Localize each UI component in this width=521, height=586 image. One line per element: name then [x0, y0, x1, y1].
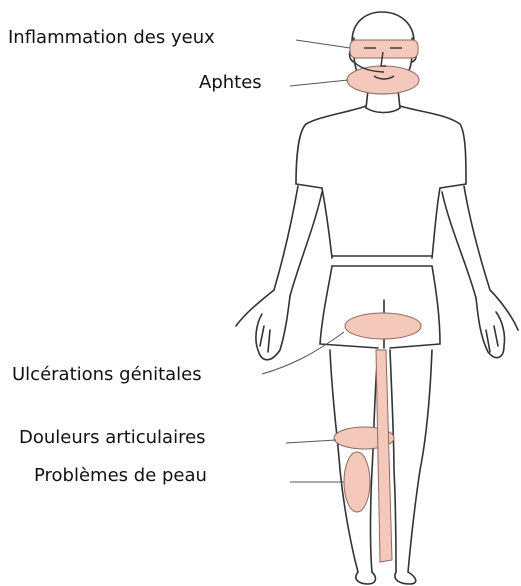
label-mouth-ulcers: Aphtes [199, 72, 262, 94]
shin-highlight [376, 350, 392, 562]
label-skin-problems: Problèmes de peau [34, 465, 207, 487]
skin-highlight [344, 452, 370, 512]
joints-leader [286, 440, 336, 443]
body-outline [236, 12, 518, 584]
label-joint-pain: Douleurs articulaires [19, 427, 206, 449]
mouth-highlight [347, 66, 419, 94]
eyes-leader [296, 40, 350, 48]
genital-highlight [345, 313, 421, 339]
eyes-highlight [350, 40, 418, 58]
aphtes-leader [290, 80, 348, 86]
label-genital-ulcers: Ulcérations génitales [12, 364, 202, 386]
highlight-areas [334, 40, 421, 562]
label-eye-inflammation: Inflammation des yeux [8, 27, 215, 49]
leader-lines [262, 40, 350, 482]
